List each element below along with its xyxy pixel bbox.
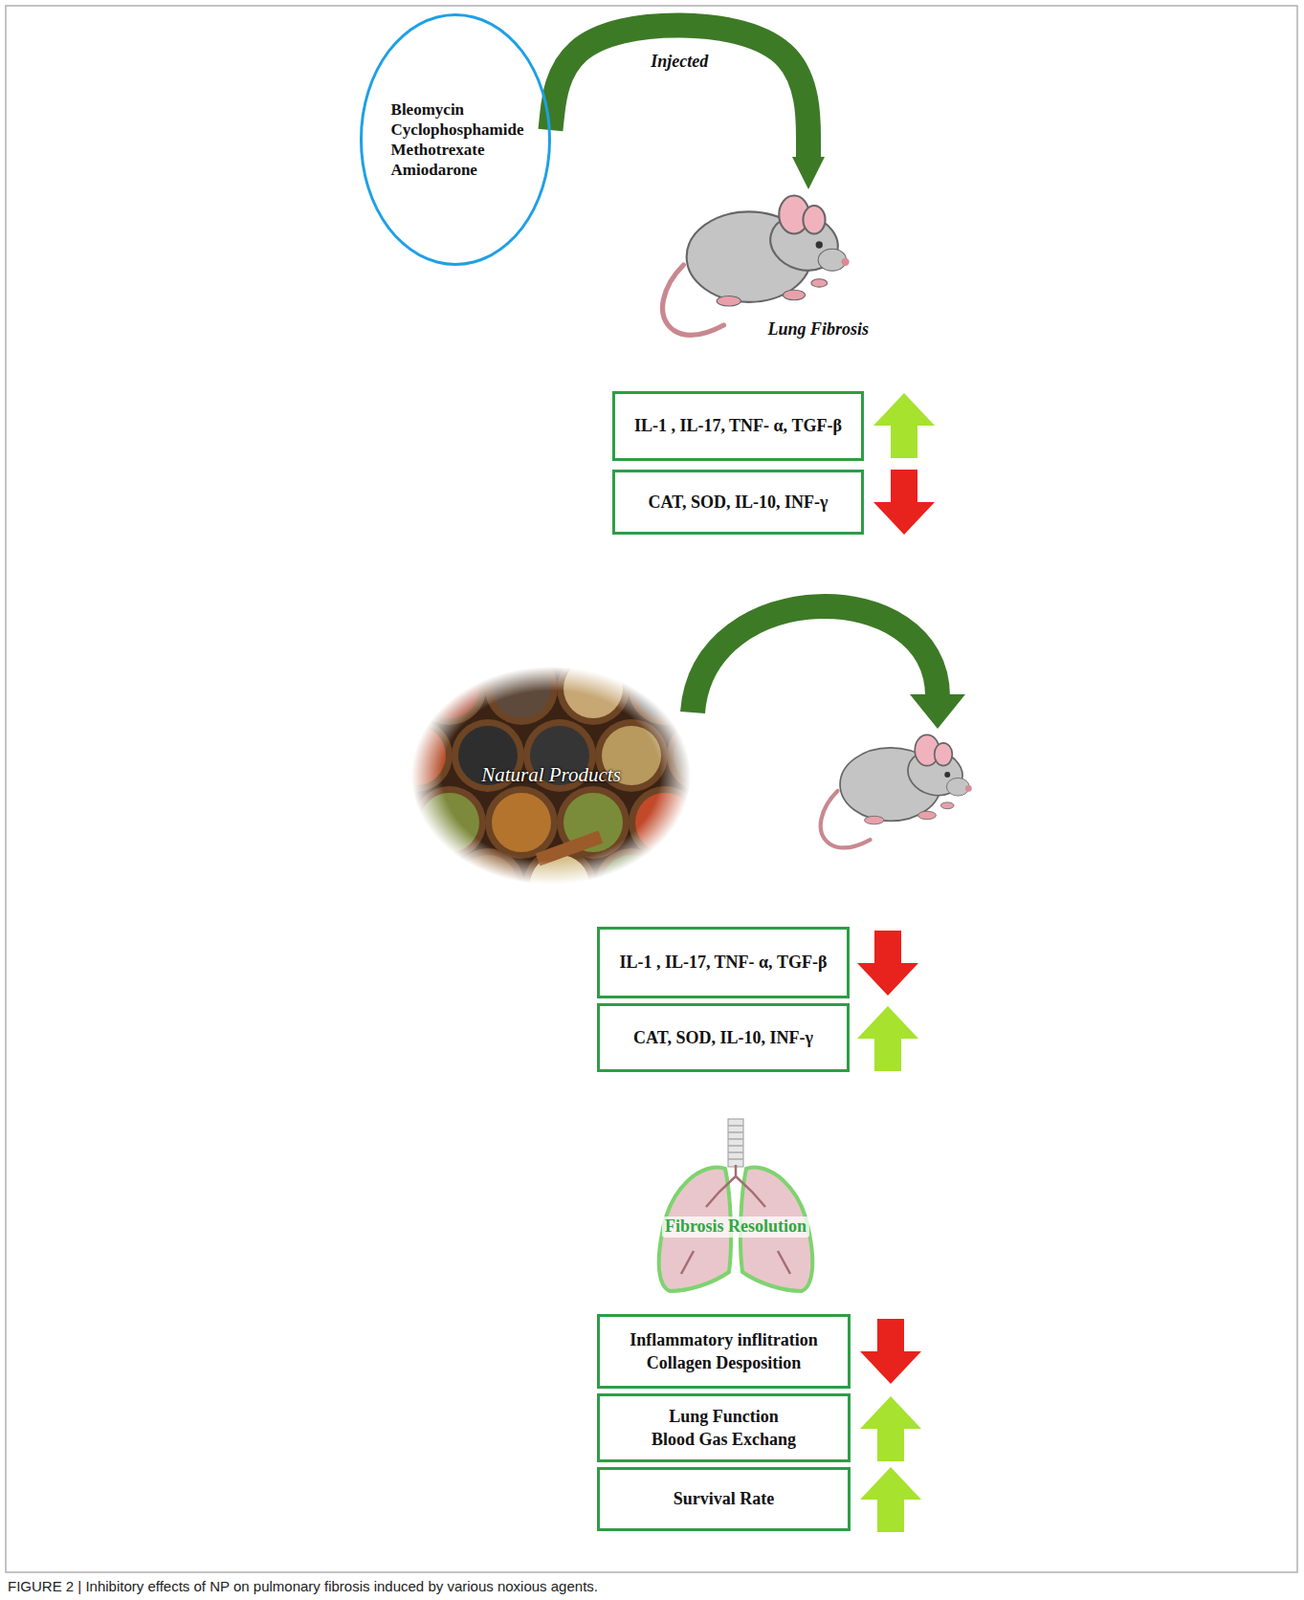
increase-arrow bbox=[857, 1006, 919, 1072]
outcome-box: Survival Rate bbox=[596, 1467, 851, 1532]
natural-products-ellipse: Natural Products bbox=[413, 668, 689, 884]
node-text: Survival Rate bbox=[673, 1487, 775, 1511]
increase-arrow bbox=[860, 1396, 922, 1462]
figure-frame bbox=[5, 5, 1298, 1573]
marker-box: CAT, SOD, IL-10, INF-γ bbox=[612, 469, 864, 535]
increase-arrow bbox=[860, 1467, 922, 1533]
marker-box: IL-1 , IL-17, TNF- α, TGF-β bbox=[596, 927, 850, 999]
node-text: Bleomycin bbox=[391, 99, 465, 120]
marker-box: IL-1 , IL-17, TNF- α, TGF-β bbox=[612, 391, 864, 462]
outcome-box: Lung FunctionBlood Gas Exchang bbox=[596, 1393, 851, 1463]
rat-illustration bbox=[820, 734, 973, 848]
node-text: Lung Fibrosis bbox=[767, 319, 869, 341]
increase-arrow bbox=[873, 393, 935, 459]
node-text: Amiodarone bbox=[391, 159, 478, 180]
curved-arrow bbox=[692, 606, 966, 730]
edge-label: Injected bbox=[647, 51, 711, 73]
injection-arrow bbox=[550, 24, 809, 157]
connector-path bbox=[550, 24, 809, 157]
model-rat: Lung Fibrosis bbox=[653, 191, 869, 341]
node-text: Cyclophosphamide bbox=[391, 119, 525, 140]
node-text: Blood Gas Exchang bbox=[651, 1428, 796, 1452]
node-text: CAT, SOD, IL-10, INF-γ bbox=[633, 1026, 814, 1050]
rat-illustration bbox=[663, 196, 850, 336]
decrease-arrow bbox=[857, 930, 919, 996]
outcome-box: Inflammatory inflitrationCollagen Despos… bbox=[596, 1314, 851, 1390]
figure-caption: FIGURE 2 | Inhibitory effects of NP on p… bbox=[7, 1578, 598, 1596]
node-text: IL-1 , IL-17, TNF- α, TGF-β bbox=[618, 950, 827, 974]
node-text: IL-1 , IL-17, TNF- α, TGF-β bbox=[634, 414, 842, 438]
node-text: Methotrexate bbox=[391, 139, 486, 160]
lungs-illustration bbox=[659, 1119, 814, 1292]
node-text: Fibrosis Resolution bbox=[662, 1216, 810, 1238]
node-text: Collagen Desposition bbox=[646, 1351, 802, 1375]
agent-circle: BleomycinCyclophosphamideMethotrexateAmi… bbox=[359, 13, 553, 266]
node-text: Lung Function bbox=[668, 1405, 779, 1429]
decrease-arrow bbox=[860, 1319, 922, 1385]
decrease-arrow bbox=[873, 469, 935, 535]
marker-box: CAT, SOD, IL-10, INF-γ bbox=[596, 1003, 850, 1073]
lungs-node: Fibrosis Resolution bbox=[639, 1121, 833, 1294]
node-text: Natural Products bbox=[481, 763, 621, 788]
node-text: CAT, SOD, IL-10, INF-γ bbox=[648, 490, 829, 514]
node-text: Inflammatory inflitration bbox=[629, 1328, 818, 1352]
